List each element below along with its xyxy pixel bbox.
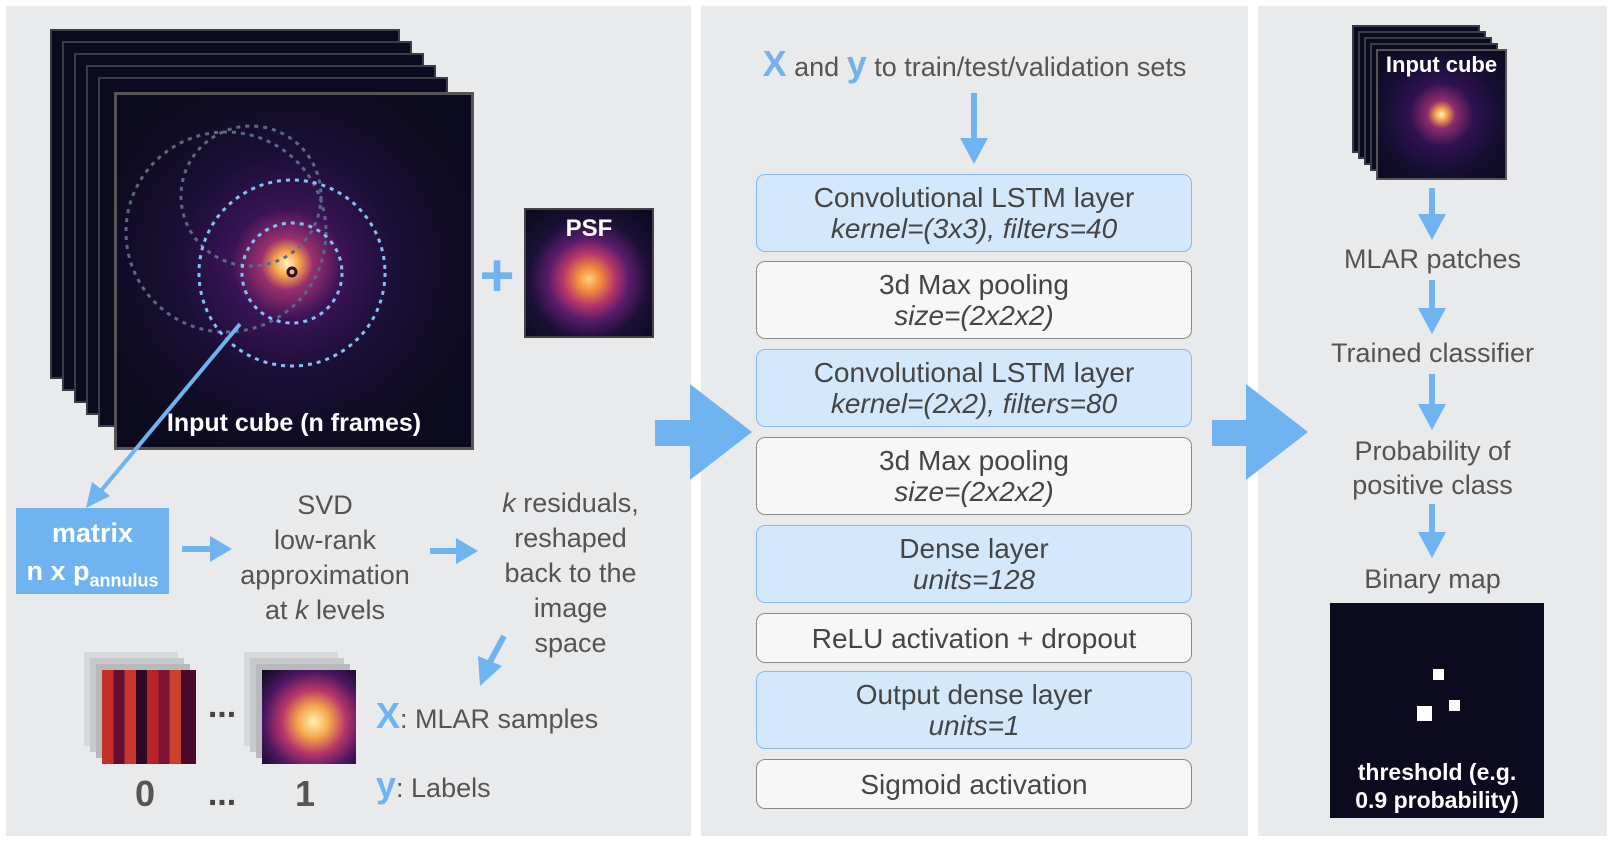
svd-line: low-rank xyxy=(273,525,377,555)
residuals-line: reshaped xyxy=(514,523,627,553)
plus-sign: + xyxy=(479,242,515,309)
matrix-dims: n x pannulus xyxy=(16,554,169,597)
residuals-line: k residuals, xyxy=(478,486,663,520)
binary-map xyxy=(1330,603,1544,818)
top-and: and xyxy=(786,52,847,82)
layer-title: Sigmoid activation xyxy=(860,768,1088,800)
mlar-signal-thumb xyxy=(262,670,356,764)
binary-map-pixel xyxy=(1417,706,1432,721)
arrow-cube-to-matrix xyxy=(98,322,242,494)
y-symbol: y xyxy=(376,764,397,805)
arrow-classifier-to-probability-head xyxy=(1418,404,1446,430)
svd-line: approximation xyxy=(240,560,410,590)
labels-ellipsis: ... xyxy=(207,775,237,813)
step-probability-line1: Probability of xyxy=(1354,436,1511,466)
layer-box: ReLU activation + dropout xyxy=(756,613,1192,663)
residuals-line: space xyxy=(534,628,607,658)
top-rest: to train/test/validation sets xyxy=(866,52,1187,82)
layer-title: Convolutional LSTM layer xyxy=(813,182,1135,213)
matrix-label: matrix xyxy=(51,518,134,548)
arrow-middle-to-right xyxy=(1212,384,1308,480)
step-binary-map: Binary map xyxy=(1364,564,1501,594)
residuals-k: k xyxy=(502,488,516,518)
residuals-line: image xyxy=(533,593,608,623)
samples-ellipsis: ... xyxy=(207,687,237,725)
residuals-word: residuals, xyxy=(515,488,639,518)
x-legend: X: MLAR samples xyxy=(376,698,599,736)
threshold-line2: 0.9 probability) xyxy=(1355,787,1519,813)
psf-label: PSF xyxy=(565,215,613,242)
psf-image xyxy=(524,208,654,338)
binary-map-pixel xyxy=(1449,700,1460,711)
layer-title: ReLU activation + dropout xyxy=(811,622,1137,654)
threshold-line1: threshold (e.g. xyxy=(1357,759,1517,785)
layer-params: units=128 xyxy=(912,564,1036,595)
arrow-matrix-to-svd-head xyxy=(210,536,232,562)
svd-k: k xyxy=(295,595,309,625)
x-text: : MLAR samples xyxy=(400,704,599,734)
input-cube-label: Input cube (n frames) xyxy=(166,409,422,437)
matrix-dims-main: n x p xyxy=(26,556,90,586)
input-cube-frame xyxy=(114,92,474,450)
svd-line: at k levels xyxy=(230,593,420,627)
layer-title: Convolutional LSTM layer xyxy=(813,357,1135,388)
right-input-cube-frame xyxy=(1376,49,1507,180)
matrix-box xyxy=(16,508,169,594)
label-zero: 0 xyxy=(134,773,156,814)
svd-levels: levels xyxy=(308,595,386,625)
arrow-probability-to-map-head xyxy=(1418,532,1446,558)
y-text: : Labels xyxy=(396,773,491,803)
arrow-cube-to-patches-head xyxy=(1418,214,1446,240)
layer-params: kernel=(2x2), filters=80 xyxy=(830,388,1118,419)
layer-params: size=(2x2x2) xyxy=(894,300,1054,331)
arrow-residuals-to-samples xyxy=(487,634,507,664)
arrow-residuals-to-samples-head xyxy=(478,656,502,686)
step-trained-classifier: Trained classifier xyxy=(1330,338,1535,368)
arrow-left-to-middle xyxy=(655,384,752,480)
y-legend: y: Labels xyxy=(376,767,491,805)
layer-title: 3d Max pooling xyxy=(879,445,1069,476)
step-mlar-patches: MLAR patches xyxy=(1343,244,1522,274)
layer-params: units=1 xyxy=(928,710,1020,741)
dataset-split-label: X and y to train/test/validation sets xyxy=(701,46,1248,84)
mlar-noise-thumb xyxy=(102,670,196,764)
arrow-sets-to-layers-head xyxy=(960,138,988,164)
right-input-cube-label: Input cube xyxy=(1385,52,1498,77)
arrow-patches-to-classifier-head xyxy=(1418,308,1446,334)
layer-box: Sigmoid activation xyxy=(756,759,1192,809)
step-probability-line2: positive class xyxy=(1352,470,1513,500)
top-y: y xyxy=(846,43,867,84)
svd-line: SVD xyxy=(297,490,353,520)
layer-title: 3d Max pooling xyxy=(879,269,1069,300)
layer-params: size=(2x2x2) xyxy=(894,476,1054,507)
binary-map-pixel xyxy=(1433,669,1444,680)
arrow-svd-to-residuals-head xyxy=(456,538,478,564)
arrow-cube-to-matrix-head xyxy=(86,482,110,508)
svd-at: at xyxy=(264,595,295,625)
layer-params: kernel=(3x3), filters=40 xyxy=(830,213,1118,244)
matrix-dims-sub: annulus xyxy=(89,570,159,591)
top-x: X xyxy=(762,43,787,84)
layer-title: Dense layer xyxy=(899,533,1049,564)
layer-title: Output dense layer xyxy=(855,679,1093,710)
residuals-line: back to the xyxy=(504,558,637,588)
x-symbol: X xyxy=(376,695,401,736)
label-one: 1 xyxy=(294,773,316,814)
